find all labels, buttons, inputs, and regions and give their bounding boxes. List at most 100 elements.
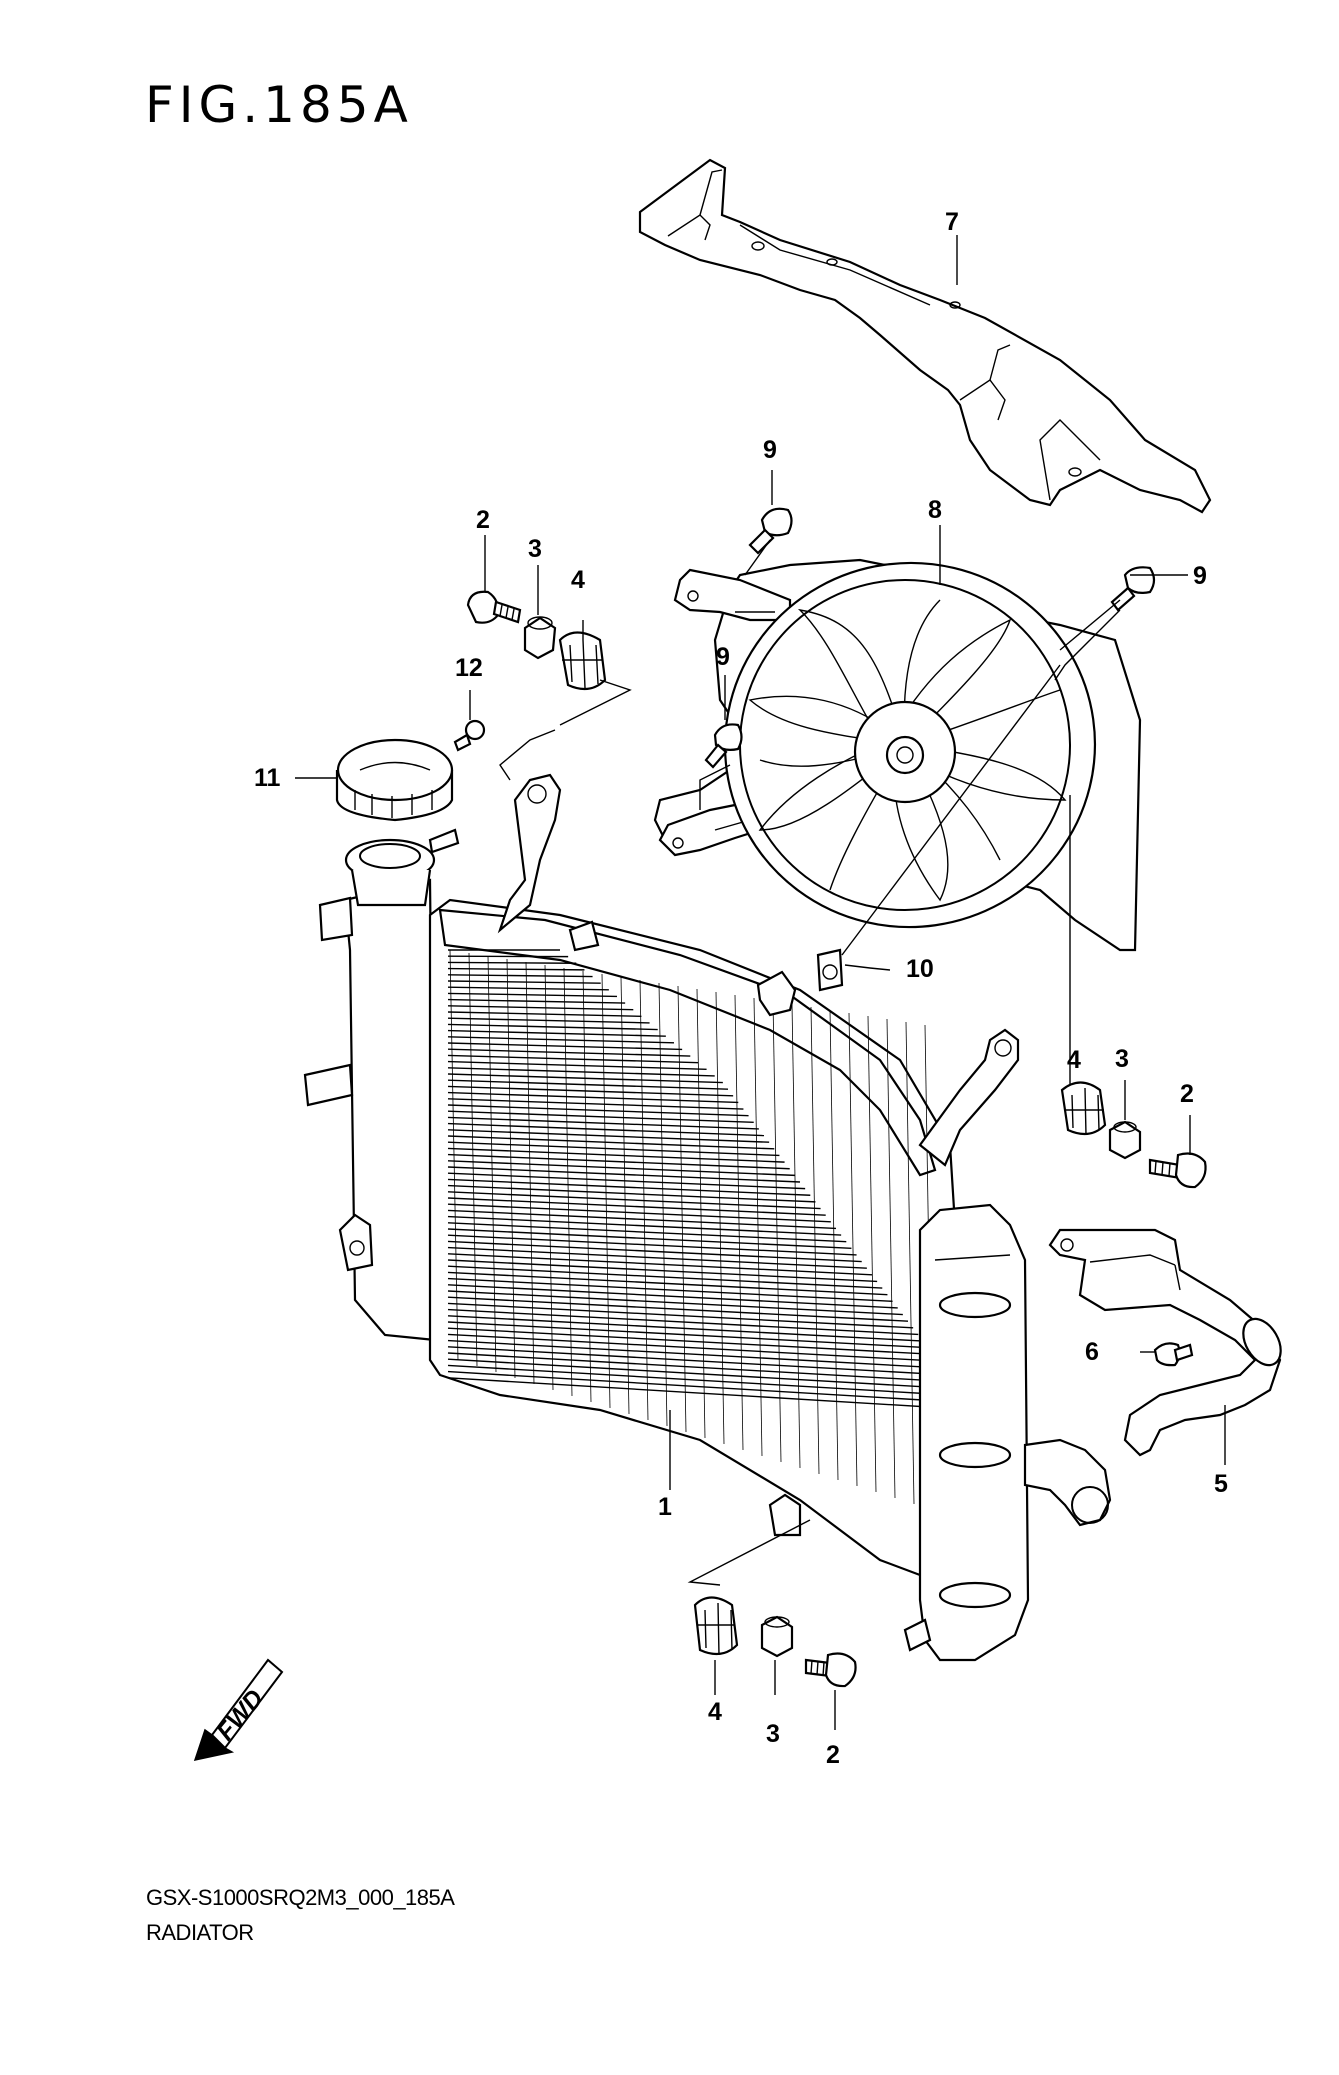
radiator-fin [447, 1098, 744, 1110]
radiator-fin-vertical [715, 991, 725, 1445]
radiator-fin [447, 1116, 759, 1130]
radiator-fin [447, 1036, 675, 1044]
radiator-fin [447, 1377, 936, 1409]
mount-hardware-bottom[interactable] [693, 1596, 857, 1688]
part-7-frame-cover[interactable] [638, 158, 1212, 514]
radiator-fin [447, 1346, 936, 1375]
radiator-fin [447, 986, 609, 991]
radiator-fin [447, 1259, 878, 1283]
radiator-fin [447, 1364, 936, 1395]
radiator-fin [447, 1321, 929, 1349]
radiator-fin-vertical [677, 985, 687, 1433]
callout-8: 8 [928, 496, 942, 524]
callout-3-right: 3 [1115, 1045, 1129, 1073]
radiator-fin [447, 1147, 785, 1163]
callout-3-bottom: 3 [766, 1720, 780, 1748]
mount-hardware-right[interactable] [1060, 1081, 1207, 1189]
callout-2-upper: 2 [476, 506, 490, 534]
callout-7: 7 [945, 208, 959, 236]
radiator-fin [447, 1240, 862, 1263]
radiator-fin [447, 1048, 691, 1057]
callout-1: 1 [658, 1493, 672, 1521]
radiator-fin [447, 1271, 888, 1296]
part-12-screw[interactable] [453, 719, 486, 752]
radiator-fin [447, 1352, 936, 1382]
part-9-bolt-left[interactable] [704, 723, 743, 769]
radiator-fin-vertical [601, 973, 611, 1409]
figure-name: RADIATOR [146, 1920, 254, 1945]
radiator-fin [447, 1184, 816, 1203]
radiator-fin [447, 1023, 658, 1031]
callout-5: 5 [1214, 1470, 1228, 1498]
radiator-fin-vertical [544, 964, 554, 1391]
callout-10: 10 [906, 955, 934, 983]
radiator-fin-vertical [525, 961, 535, 1385]
radiator-fin-vertical [734, 994, 744, 1451]
radiator-fin [447, 1135, 775, 1150]
radiator-fin [447, 1153, 790, 1170]
radiator-fin [447, 980, 601, 984]
radiator-fin [447, 1290, 903, 1316]
callout-9-top: 9 [763, 436, 777, 464]
radiator-fin [447, 1141, 780, 1157]
radiator-fin [447, 1166, 801, 1183]
radiator-fin-vertical [620, 976, 630, 1415]
radiator-fin [447, 1079, 729, 1090]
radiator-fin [447, 1234, 857, 1256]
radiator-fin [447, 1308, 919, 1336]
radiator-fin [447, 1197, 826, 1216]
radiator-fin [447, 1017, 650, 1024]
radiator-fin-vertical [810, 1006, 820, 1475]
part-8-cooling-fan[interactable] [653, 539, 1142, 952]
mount-hardware-upper-left[interactable] [466, 590, 607, 691]
radiator-fin [447, 967, 585, 971]
radiator-fin [447, 1265, 883, 1289]
radiator-fin-vertical [829, 1009, 839, 1481]
radiator-fin-vertical [696, 988, 706, 1439]
radiator-fin-vertical [772, 1000, 782, 1463]
radiator-fin [447, 1246, 867, 1269]
radiator-fin-vertical [886, 1018, 896, 1499]
radiator-fin [447, 1110, 754, 1124]
radiator-fin-vertical [468, 952, 478, 1367]
radiator-fin-vertical [848, 1012, 858, 1487]
callout-6: 6 [1085, 1338, 1099, 1366]
callout-4-right: 4 [1067, 1046, 1081, 1074]
callout-2-bottom: 2 [826, 1741, 840, 1769]
radiator-fin [447, 1339, 936, 1369]
callout-3-upper: 3 [528, 535, 542, 563]
callout-4-bottom: 4 [708, 1698, 722, 1726]
part-10-clip-nut[interactable] [816, 948, 844, 992]
radiator-fin-vertical [639, 979, 649, 1421]
callout-12: 12 [455, 654, 483, 682]
radiator-fin [447, 1327, 934, 1356]
part-6-bolt[interactable] [1153, 1342, 1194, 1367]
radiator-fin [447, 1370, 936, 1402]
radiator-fin [447, 1178, 811, 1196]
radiator-fin [447, 1067, 715, 1077]
part-9-bolt-top[interactable] [748, 507, 793, 555]
radiator-fin [447, 1277, 893, 1303]
part-11-radiator-cap[interactable] [335, 738, 454, 822]
radiator-fin [447, 998, 626, 1004]
radiator-fin-vertical [582, 970, 592, 1403]
radiator-fin [447, 1333, 936, 1362]
radiator-fin-vertical [506, 958, 516, 1379]
radiator-fin [447, 1011, 642, 1017]
radiator-fin [447, 1160, 795, 1177]
radiator-fin [447, 1172, 806, 1190]
radiator-fin [447, 1091, 739, 1104]
part-1-radiator[interactable] [303, 773, 1112, 1662]
radiator-fin [447, 1129, 770, 1143]
radiator-fin [447, 1228, 852, 1249]
radiator-fin-vertical [658, 982, 668, 1427]
radiator-fin [447, 1284, 898, 1309]
radiator-fin-vertical [905, 1021, 915, 1505]
radiator-fin [447, 1104, 749, 1117]
part-9-bolt-right[interactable] [1110, 566, 1156, 612]
part-5-hose[interactable] [1048, 1228, 1288, 1457]
radiator-fin [447, 1122, 765, 1137]
radiator-fin [447, 1296, 909, 1322]
radiator-fin-vertical [867, 1015, 877, 1493]
callout-2-right: 2 [1180, 1080, 1194, 1108]
